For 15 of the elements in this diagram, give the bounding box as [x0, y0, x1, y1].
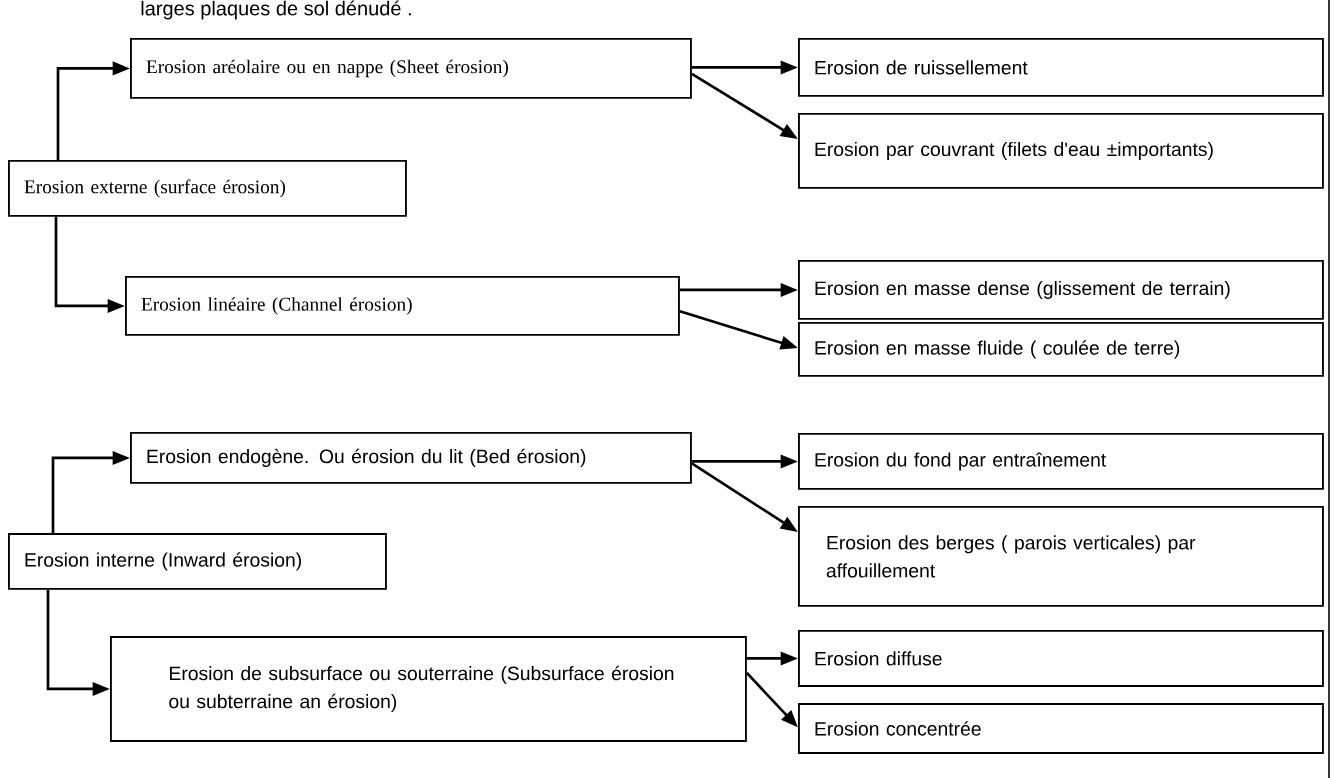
category-box: Erosion en masse dense (glissement de terrain)	[798, 260, 1324, 320]
category-box: Erosion par couvrant (filets d'eau ±importants)	[798, 113, 1324, 189]
category-box: Erosion des berges ( parois verticales) par affouillement	[798, 506, 1324, 607]
category-box: Erosion aréolaire ou en nappe (Sheet érosion)	[130, 38, 692, 99]
category-box: Erosion concentrée	[798, 703, 1324, 754]
category-box: Erosion en masse fluide ( coulée de terre)	[798, 322, 1324, 377]
category-box: Erosion linéaire (Channel érosion)	[125, 276, 680, 336]
category-box: Erosion endogène. Ou érosion du lit (Bed érosion)	[130, 432, 692, 484]
category-box: Erosion de subsurface ou souterraine (Subsurface érosion ou subterraine an érosion)	[110, 636, 747, 742]
category-box: Erosion du fond par entraînement	[798, 433, 1324, 490]
body-text: larges plaques de sol dénudé .	[141, 0, 411, 20]
category-box: Erosion diffuse	[798, 630, 1324, 687]
category-box: Erosion externe (surface érosion)	[8, 160, 407, 217]
category-box: Erosion interne (Inward érosion)	[8, 533, 387, 590]
category-box: Erosion de ruissellement	[798, 38, 1324, 97]
